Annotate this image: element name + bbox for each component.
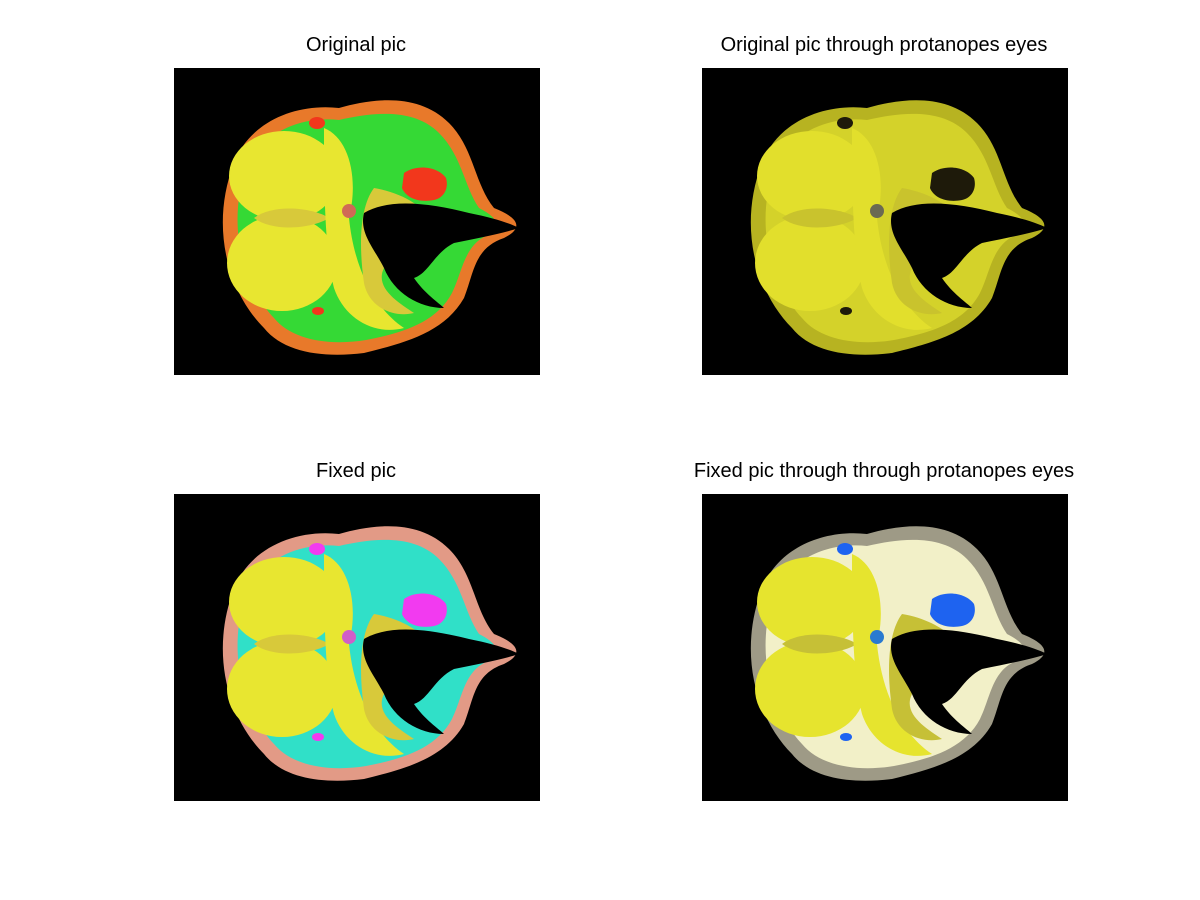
brain-lower-lobe [755, 215, 865, 311]
brain-upper-lobe [757, 131, 867, 221]
brain-lower-lobe [227, 215, 337, 311]
brain-midline [254, 208, 329, 228]
center-marker-dot [870, 630, 884, 644]
top-spot [837, 543, 853, 555]
brain-upper-lobe [757, 557, 867, 647]
head-slice-image [174, 68, 540, 375]
brain-midline [782, 208, 857, 228]
panel-title-original-protanope: Original pic through protanopes eyes [720, 34, 1048, 56]
nasal-cavity [363, 629, 519, 734]
eye-region [402, 167, 447, 201]
bottom-spot [840, 307, 852, 315]
brain-lower-lobe [755, 641, 865, 737]
bottom-spot [840, 733, 852, 741]
nasal-cavity [891, 629, 1047, 734]
panel-image-original [174, 68, 540, 375]
bottom-spot [312, 733, 324, 741]
brain-midline [254, 634, 329, 654]
head-slice-image [174, 494, 540, 801]
eye-region [930, 593, 975, 627]
panel-title-fixed: Fixed pic [315, 460, 397, 482]
brainstem-region [852, 554, 932, 756]
nasal-cavity [363, 203, 519, 308]
panel-image-original-protanope [702, 68, 1068, 375]
brainstem-region [324, 554, 404, 756]
top-spot [309, 543, 325, 555]
brain-lower-lobe [227, 641, 337, 737]
panel-title-original: Original pic [305, 34, 407, 56]
brain-midline [782, 634, 857, 654]
center-marker-dot [870, 204, 884, 218]
eye-region [402, 593, 447, 627]
brain-upper-lobe [229, 557, 339, 647]
panel-image-fixed-protanope [702, 494, 1068, 801]
brain-upper-lobe [229, 131, 339, 221]
brainstem-region [852, 128, 932, 330]
bottom-spot [312, 307, 324, 315]
head-slice-image [702, 494, 1068, 801]
top-spot [309, 117, 325, 129]
nasal-cavity [891, 203, 1047, 308]
panel-title-fixed-protanope: Fixed pic through through protanopes eye… [693, 460, 1075, 482]
brainstem-region [324, 128, 404, 330]
top-spot [837, 117, 853, 129]
center-marker-dot [342, 204, 356, 218]
eye-region [930, 167, 975, 201]
center-marker-dot [342, 630, 356, 644]
head-slice-image [702, 68, 1068, 375]
panel-image-fixed [174, 494, 540, 801]
